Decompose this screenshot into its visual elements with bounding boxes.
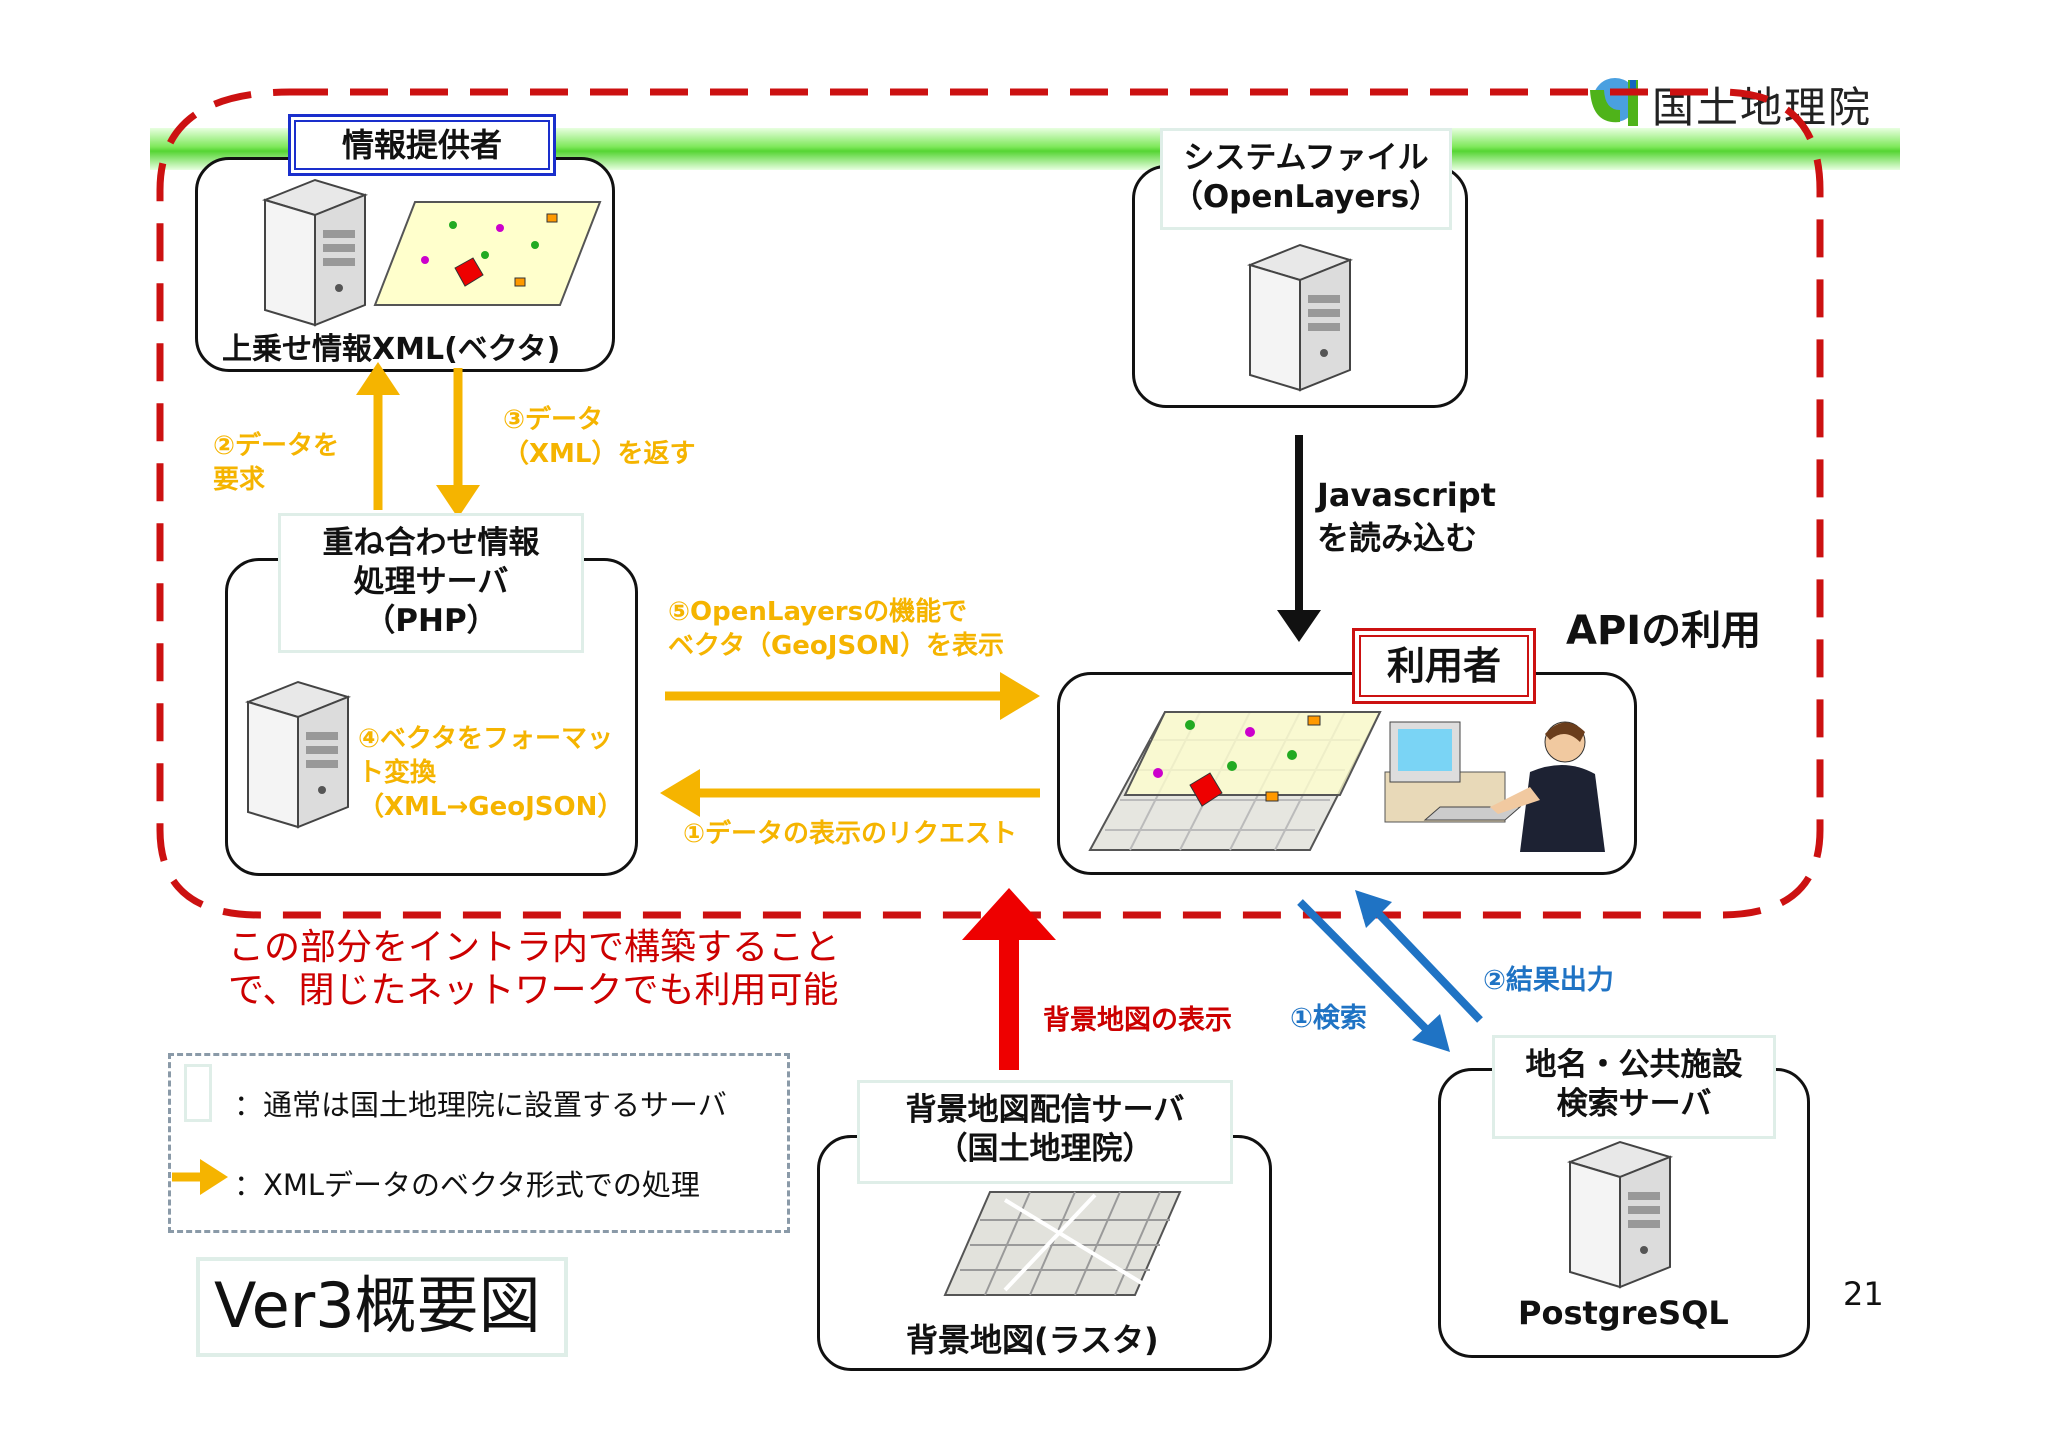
up-arrowhead (356, 362, 400, 395)
convert-label: ④ベクタをフォーマッ ト変換 （XML→GeoJSON） (358, 723, 623, 824)
right-arrowhead (1000, 672, 1040, 720)
return-line2: （XML）を返す (503, 438, 696, 469)
return-line1: ③データ (503, 405, 604, 435)
legend-server-swatch (184, 1064, 212, 1122)
js-line2: を読み込む (1317, 519, 1478, 558)
search-label: ①検索 (1290, 1003, 1367, 1034)
display-line1: ⑤OpenLayersの機能で (668, 597, 968, 627)
api-label: APIの利用 (1566, 608, 1762, 654)
page-number: 21 (1843, 1275, 1884, 1313)
legend-arrow-text: ：XMLデータのベクタ形式での処理 (234, 1168, 700, 1202)
search-server-line2: 検索サーバ (1556, 1085, 1712, 1122)
system-file-line2: （OpenLayers） (1171, 178, 1441, 215)
server-icon (261, 178, 369, 327)
request-line2: 要求 (213, 464, 266, 495)
server-icon (244, 680, 352, 829)
convert-line2: ト変換 (358, 757, 437, 788)
request-line1: ②データを (213, 431, 340, 461)
bg-server-line1: 背景地図配信サーバ (905, 1092, 1185, 1128)
overlay-line3: （PHP） (364, 602, 498, 639)
map-overlay-icon (1088, 711, 1382, 851)
request-label: ②データを 要求 (213, 430, 339, 498)
server-icon (1566, 1140, 1674, 1289)
legend-yellow-arrow-icon (172, 1159, 228, 1195)
down-arrowhead (436, 485, 480, 518)
user-at-computer-icon (1384, 721, 1605, 852)
intranet-note-line2: で、閉じたネットワークでも利用可能 (228, 970, 839, 1012)
bg-server-caption: 背景地図(ラスタ) (906, 1321, 1159, 1359)
user-title: 利用者 (1359, 635, 1529, 697)
search-server-line1: 地名・公共施設 (1525, 1047, 1743, 1083)
result-label: ②結果出力 (1483, 965, 1614, 996)
page-title-frame: Ver3概要図 (196, 1257, 568, 1357)
page-title: Ver3概要図 (214, 1269, 541, 1342)
provider-title-frame: 情報提供者 (288, 114, 556, 176)
overlay-line2: 処理サーバ (353, 563, 509, 600)
request-display-label: ①データの表示のリクエスト (683, 819, 1018, 849)
convert-line3: （XML→GeoJSON） (358, 791, 624, 822)
legend-server-text: ：通常は国土地理院に設置するサーバ (234, 1088, 727, 1122)
background-display-label: 背景地図の表示 (1043, 1005, 1232, 1036)
display-line2: ベクタ（GeoJSON）を表示 (668, 630, 1005, 661)
bg-server-line2: （国土地理院） (936, 1130, 1154, 1167)
intranet-note-line1: この部分をイントラ内で構築すること (228, 927, 841, 968)
convert-line1: ④ベクタをフォーマッ (358, 724, 613, 754)
provider-caption: 上乗せ情報XML(ベクタ) (222, 332, 561, 367)
legend-box (168, 1053, 790, 1233)
js-line1: Javascript (1317, 476, 1496, 514)
left-arrowhead (660, 769, 700, 817)
bg-server-label: 背景地図配信サーバ （国土地理院） (857, 1080, 1233, 1184)
server-icon (1246, 243, 1354, 392)
search-server-label: 地名・公共施設 検索サーバ (1492, 1035, 1776, 1139)
overlay-line1: 重ね合わせ情報 (322, 525, 540, 561)
intranet-note: この部分をイントラ内で構築すること で、閉じたネットワークでも利用可能 (228, 926, 840, 1012)
js-label: Javascript を読み込む (1317, 474, 1496, 560)
user-title-frame: 利用者 (1352, 628, 1536, 704)
search-server-caption: PostgreSQL (1518, 1294, 1729, 1332)
system-file-line1: システムファイル (1183, 140, 1429, 176)
raster-map-icon (943, 1191, 1182, 1296)
provider-title: 情報提供者 (294, 120, 550, 170)
return-label: ③データ （XML）を返す (503, 404, 696, 472)
system-file-label: システムファイル （OpenLayers） (1160, 128, 1452, 230)
vector-overlay-icon (373, 201, 602, 306)
display-label: ⑤OpenLayersの機能で ベクタ（GeoJSON）を表示 (668, 596, 1004, 664)
overlay-server-label: 重ね合わせ情報 処理サーバ （PHP） (278, 513, 584, 653)
gsi-logo: 国土地理院 (1580, 70, 1880, 132)
